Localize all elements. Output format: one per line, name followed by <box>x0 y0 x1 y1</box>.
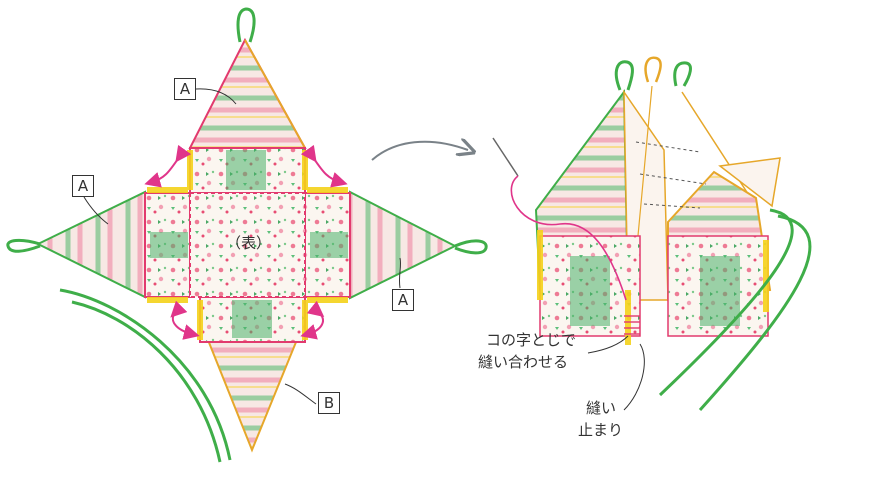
left-loop <box>6 238 41 253</box>
needle <box>492 137 519 177</box>
top-triangle-panel <box>188 37 307 149</box>
ladder-stitch-seam <box>624 315 640 335</box>
unfolded-pattern <box>6 7 488 463</box>
thread <box>510 175 627 301</box>
fold-arrows <box>144 144 348 340</box>
ladder-stitch-note-line1: コの字とじで <box>486 331 577 349</box>
label-b: B <box>318 392 340 414</box>
face-side-label: （表） <box>226 234 272 252</box>
label-a-left: A <box>72 175 94 197</box>
stitch-end-note-line1: 縫い <box>586 399 617 417</box>
transition-arrow <box>371 142 468 161</box>
assembled-view <box>492 56 812 412</box>
center-square <box>189 192 306 298</box>
stitch-end-note-line2: 止まり <box>578 421 624 439</box>
right-roof-panel <box>718 157 781 208</box>
right-triangle-panel <box>349 190 458 300</box>
label-a-top: A <box>174 78 196 100</box>
label-a-right: A <box>392 289 414 311</box>
top-loop <box>236 7 256 43</box>
right-loop <box>454 239 488 255</box>
ladder-stitch-note-line2: 縫い合わせる <box>478 353 569 371</box>
tie-strap-left <box>59 288 232 461</box>
